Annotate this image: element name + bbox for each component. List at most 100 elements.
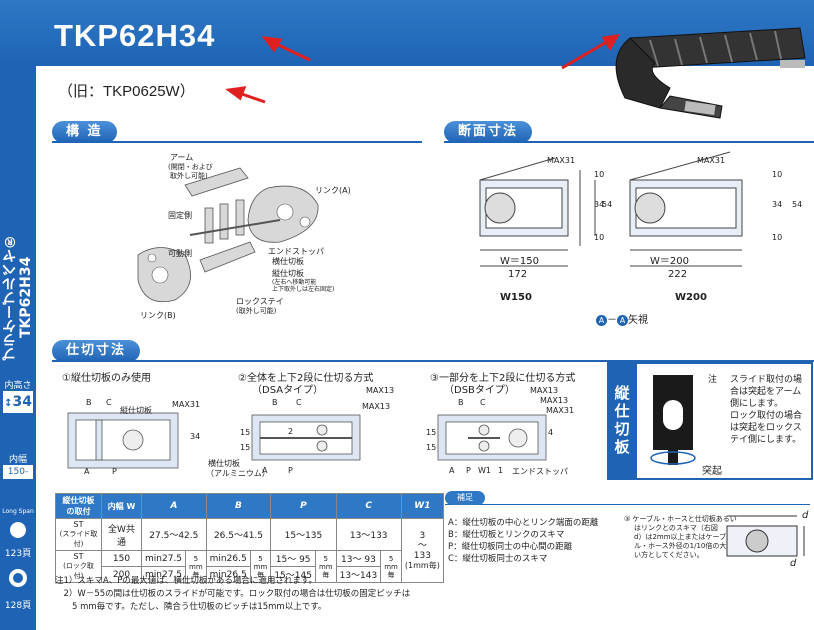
case3-num1: 1 <box>498 466 504 475</box>
partition-section-title: 仕切寸法 <box>52 340 141 362</box>
case3-max31: MAX31 <box>546 406 575 415</box>
w150-dim-54: 54 <box>602 200 613 209</box>
case3-c: C <box>480 398 486 407</box>
inner-width-value: 150-200 <box>2 464 34 491</box>
w150-dim-34: 34 <box>594 200 605 209</box>
case3-dim4: 4 <box>548 428 554 437</box>
table-header: C <box>335 493 402 519</box>
link-b-label: リンク(B) <box>140 311 176 320</box>
case2-p: P <box>288 466 293 475</box>
inner-height-label: 内高さ <box>4 381 32 391</box>
case3-dim15a: 15 <box>426 428 437 437</box>
inner-height-value: ↕34 <box>2 390 34 414</box>
case1-b: B <box>86 398 92 407</box>
vp-note5: は突起をロックス <box>730 423 802 433</box>
vp-note4: ロック取付の場合 <box>730 411 803 421</box>
vp-note3: 側にします。 <box>730 399 784 409</box>
case3-p: P <box>466 466 471 475</box>
case1-dim-34: 34 <box>190 432 201 441</box>
end-stopper-label: エンドストッパ <box>268 247 324 256</box>
cross-section-w150 <box>479 157 596 267</box>
arm-label: アーム <box>170 153 194 162</box>
case2-num2: 2 <box>288 427 294 436</box>
w200-caption: W200 <box>675 292 707 303</box>
circle-a-icon: A <box>596 315 607 326</box>
w150-dim-10a: 10 <box>594 170 605 179</box>
case1-vert-plate: 縦仕切板 <box>120 406 152 415</box>
page-ref-123: 123頁 <box>4 549 32 559</box>
case3-sub: （DSBタイプ） <box>444 385 515 396</box>
w200-dim-54: 54 <box>792 200 803 209</box>
table-header: B <box>205 493 272 519</box>
d-note-4: ル・ホース外径の1/10倍の大き <box>634 542 734 550</box>
w150-outer: 172 <box>508 269 528 280</box>
case2-a: A <box>262 466 268 475</box>
w200-inner: W＝200 <box>650 256 689 267</box>
vp-note2: 合は突起をアーム <box>730 387 802 397</box>
supplement-head: 補足 <box>445 491 810 505</box>
w150-inner: W＝150 <box>500 256 539 267</box>
case1-title: ①縦仕切板のみ使用 <box>62 373 151 384</box>
partition-case1-diagram <box>67 412 179 469</box>
vertical-partition-sub2: 上下取外しは左右固定) <box>272 286 335 293</box>
table-header: 内幅 W <box>101 493 142 519</box>
w150-caption: W150 <box>500 292 532 303</box>
page-ref-128: 128頁 <box>4 601 32 611</box>
d-note-3: d）は2mm以上またはケーブ <box>634 533 727 541</box>
longspan-label: Long Span <box>2 508 34 515</box>
partition-section-head: 仕切寸法 <box>52 340 814 362</box>
d-label-2: d <box>790 558 797 569</box>
table-header: P <box>270 493 337 519</box>
case2-max13-2: MAX13 <box>362 402 391 411</box>
case3-a: A <box>449 466 455 475</box>
inner-width-label: 内幅 <box>8 455 27 465</box>
fixed-side-label: 固定側 <box>168 211 192 220</box>
cross-section-title: 断面寸法 <box>444 121 533 143</box>
d-note-1: ③ ケーブル・ホースと仕切板あるい <box>624 515 737 523</box>
case2-dim15b: 15 <box>240 443 251 452</box>
movable-side-label: 可動側 <box>168 249 192 258</box>
case2-cross-plate-sub: （アルミニウム） <box>206 469 270 478</box>
old-model-name: （旧：TKP0625W） <box>58 83 195 100</box>
page-ref-icon <box>9 569 27 587</box>
supplement-title: 補足 <box>445 491 485 505</box>
case3-max13-2: MAX13 <box>540 396 569 405</box>
note-2: 2）W－55の間は仕切板のスライドが可能です。ロック取付の場合は仕切板の固定ピッ… <box>55 589 411 599</box>
vertical-partition-sub1: (左右へ移動可能 <box>272 279 317 286</box>
w200-outer: 222 <box>668 269 688 280</box>
cross-section-head: 断面寸法 <box>444 121 814 143</box>
partition-case3-diagram <box>437 414 547 461</box>
case2-b: B <box>272 398 278 407</box>
clearance-diagram <box>726 515 805 557</box>
cable-chain-illustration <box>615 27 806 119</box>
d-note-5: い方としてください。 <box>634 551 704 559</box>
vp-note-prefix: 注 <box>708 375 718 385</box>
case3-b: B <box>458 398 464 407</box>
structure-section-head: 構 造 <box>52 121 422 143</box>
table-header: W1 <box>400 493 444 519</box>
table-header-row: 縦仕切板の取付 内幅 W A B P C W1 <box>55 493 444 519</box>
partition-case2-diagram <box>251 414 361 461</box>
w150-max: MAX31 <box>547 156 576 165</box>
table-row: ST(スライド取付) 全W共通 27.5～42.5 26.5～41.5 15～1… <box>55 518 444 583</box>
case3-max13-1: MAX13 <box>530 386 559 395</box>
note-1: 注1）スキマA、Pの最大値は、横仕切板がある場合に適用されます。 <box>55 576 318 586</box>
case3-w1: W1 <box>478 466 491 475</box>
protrusion-label: 突起 <box>702 466 722 477</box>
case2-c: C <box>296 398 302 407</box>
case3-dim15b: 15 <box>426 443 437 452</box>
arm-sub1: (開閉・および <box>168 163 213 171</box>
cross-section-w200 <box>629 151 743 267</box>
partition-dimension-table: 縦仕切板の取付 内幅 W A B P C W1 ST(スライド取付) 全W共通 … <box>55 493 444 583</box>
w200-dim-10a: 10 <box>772 170 783 179</box>
case2-cross-plate: 横仕切板 <box>208 459 240 468</box>
case2-title: ②全体を上下2段に仕切る方式 <box>238 373 374 384</box>
vertical-partition-box-label: 縦仕切板 <box>607 362 637 480</box>
w200-dim-10b: 10 <box>772 233 783 242</box>
longspan-icon <box>10 522 26 538</box>
legend-b: B：縦仕切板とリンクのスキマ <box>448 530 565 540</box>
vp-note6: テイ側にします。 <box>730 435 802 445</box>
case1-p: P <box>112 467 117 476</box>
